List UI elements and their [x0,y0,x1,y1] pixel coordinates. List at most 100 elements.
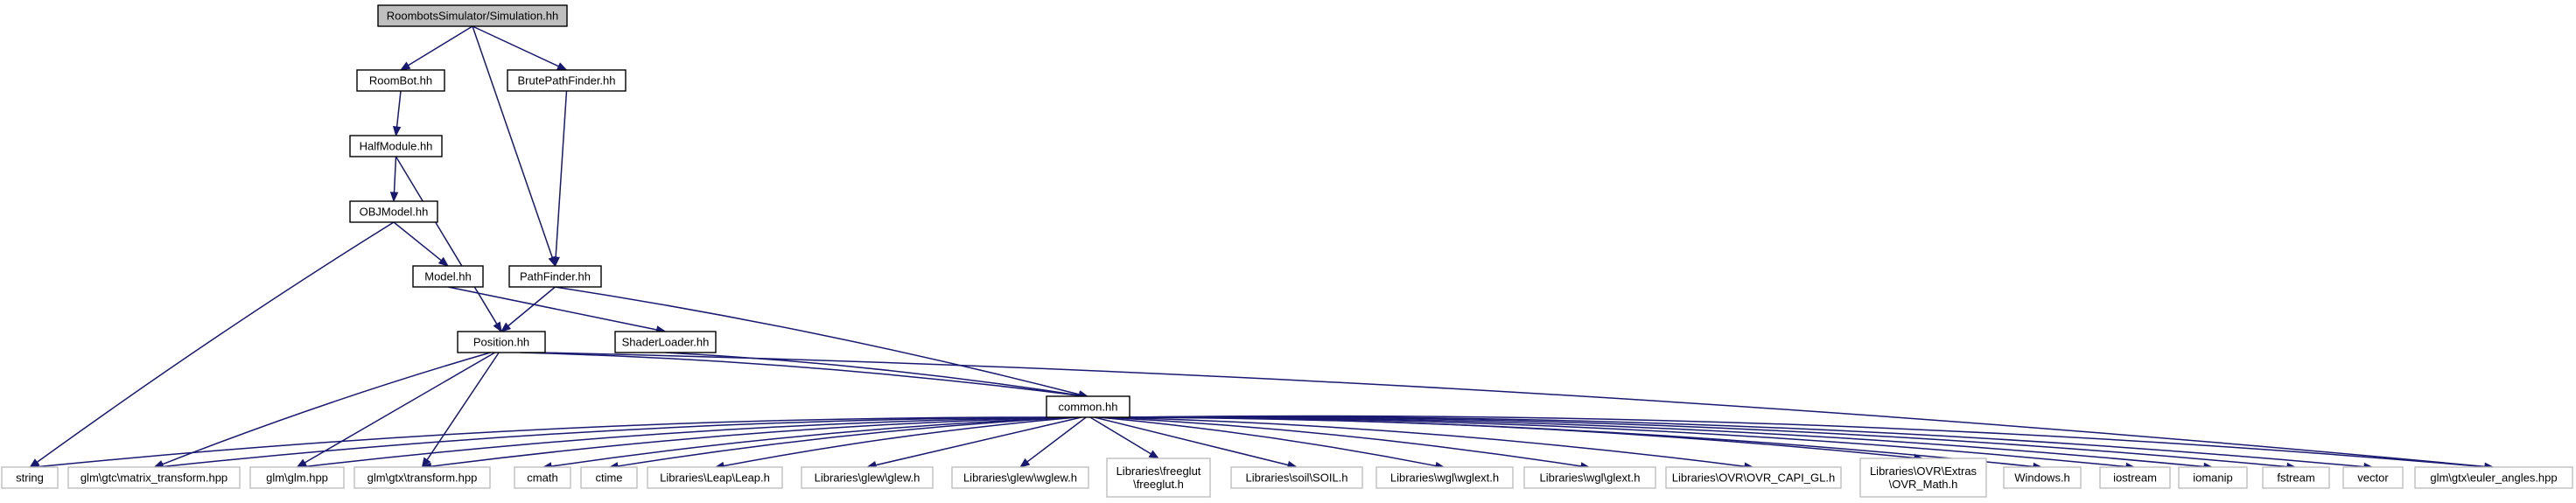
node-box-ovr_capi [1665,466,1842,489]
node-box-common [1046,395,1130,418]
edge-root-to-roombot [408,25,473,66]
node-label-ovr_math: \OVR_Math.h [1889,478,1958,491]
edge-position-to-gtx_transform [426,352,500,461]
edge-arrowhead-root-to-brutepathfinder [556,62,568,71]
node-box-objmodel [349,200,438,223]
edge-arrowhead-position-to-gtx_transform [421,457,431,469]
edge-arrowhead-halfmodule-to-objmodel [389,192,399,203]
node-box-glm_hpp [249,466,345,489]
node-pathfinder[interactable]: PathFinder.hh [508,265,602,288]
nodes-layer: RoombotsSimulator/Simulation.hhRoomBot.h… [1,4,2573,498]
node-label-position: Position.hh [473,336,529,349]
node-matrix_transform[interactable]: glm\gtc\matrix_transform.hpp [67,466,241,489]
node-euler_angles[interactable]: glm\gtx\euler_angles.hpp [2414,466,2573,489]
edge-pathfinder-to-position [508,286,556,327]
node-windows[interactable]: Windows.h [2003,466,2082,489]
node-label-glext: Libraries\wgl\glext.h [1540,472,1641,485]
node-box-ovr_math [1859,458,1987,498]
node-wglext[interactable]: Libraries\wgl\wglext.h [1376,466,1514,489]
edge-common-to-ctime [617,416,1074,467]
node-iomanip[interactable]: iomanip [2178,466,2248,489]
edge-common-to-windows [1116,416,2034,468]
node-box-freeglut [1106,458,1211,498]
node-box-windows [2003,466,2082,489]
node-iostream[interactable]: iostream [2099,466,2171,489]
edge-common-to-glm_hpp [305,416,1065,468]
node-label-matrix_transform: glm\gtc\matrix_transform.hpp [80,472,228,485]
edge-common-to-vector [1124,416,2365,468]
node-box-roombot [356,69,445,92]
edge-model-to-shaderloader [447,286,657,331]
node-label-leap: Libraries\Leap\Leap.h [660,472,770,485]
node-label-shaderloader: ShaderLoader.hh [622,336,710,349]
node-halfmodule[interactable]: HalfModule.hh [349,135,443,157]
node-model[interactable]: Model.hh [412,265,484,288]
edge-common-to-freeglut [1089,416,1152,455]
node-shaderloader[interactable]: ShaderLoader.hh [614,331,717,353]
edge-brutepathfinder-to-pathfinder [555,90,568,258]
node-gtx_transform[interactable]: glm\gtx\transform.hpp [354,466,491,489]
edge-common-to-wglext [1098,416,1437,467]
node-label-objmodel: OBJModel.hh [360,206,429,219]
node-ovr_math[interactable]: Libraries\OVR\Extras\OVR_Math.h [1859,458,1987,498]
node-glext[interactable]: Libraries\wgl\glext.h [1523,466,1656,489]
edge-common-to-glext [1102,416,1582,467]
node-ctime[interactable]: ctime [580,466,638,489]
edge-common-to-wglew [1026,416,1087,463]
node-box-ctime [580,466,638,489]
edge-position-to-matrix_transform [162,352,491,465]
edge-common-to-glew [875,416,1082,466]
node-label-euler_angles: glm\gtx\euler_angles.hpp [2430,472,2557,485]
node-box-iomanip [2178,466,2248,489]
edge-common-to-leap [723,416,1077,467]
node-leap[interactable]: Libraries\Leap\Leap.h [647,466,783,489]
node-label-ovr_math: Libraries\OVR\Extras [1870,465,1978,478]
edge-pathfinder-to-common [555,286,1080,395]
node-label-freeglut: Libraries\freeglut [1116,465,1201,478]
node-roombot[interactable]: RoomBot.hh [356,69,445,92]
node-box-position [457,331,546,353]
node-box-iostream [2099,466,2171,489]
node-position[interactable]: Position.hh [457,331,546,353]
edge-arrowhead-objmodel-to-model [438,256,450,267]
node-box-wglew [951,466,1089,489]
node-freeglut[interactable]: Libraries\freeglut\freeglut.h [1106,458,1211,498]
node-label-soil: Libraries\soil\SOIL.h [1245,472,1348,485]
node-label-halfmodule: HalfModule.hh [360,140,433,153]
node-label-brutepathfinder: BrutePathFinder.hh [517,74,615,87]
node-fstream[interactable]: fstream [2262,466,2330,489]
edge-common-to-matrix_transform [162,416,1060,468]
edge-halfmodule-to-position [395,156,498,325]
node-box-vector [2342,466,2404,489]
edge-arrowhead-root-to-roombot [399,61,411,71]
node-string[interactable]: string [1,466,59,489]
edge-position-to-euler_angles [539,352,2486,468]
node-box-brutepathfinder [507,69,626,92]
edge-root-to-brutepathfinder [472,25,559,67]
edge-roombot-to-halfmodule [396,90,402,128]
node-cmath[interactable]: cmath [514,466,571,489]
node-label-fstream: fstream [2277,472,2314,485]
node-brutepathfinder[interactable]: BrutePathFinder.hh [507,69,626,92]
node-soil[interactable]: Libraries\soil\SOIL.h [1230,466,1363,489]
edge-common-to-gtx_transform [430,416,1068,467]
node-box-leap [647,466,783,489]
node-glew[interactable]: Libraries\glew\glew.h [801,466,934,489]
node-ovr_capi[interactable]: Libraries\OVR\OVR_CAPI_GL.h [1665,466,1842,489]
node-box-wglext [1376,466,1514,489]
node-box-glew [801,466,934,489]
node-label-windows: Windows.h [2014,472,2070,485]
node-label-iomanip: iomanip [2193,472,2233,485]
node-root[interactable]: RoombotsSimulator/Simulation.hh [377,4,568,27]
node-glm_hpp[interactable]: glm\glm.hpp [249,466,345,489]
node-wglew[interactable]: Libraries\glew\wglew.h [951,466,1089,489]
edges-layer [28,25,2496,472]
edge-arrowhead-brutepathfinder-to-pathfinder [551,256,560,268]
edge-common-to-euler_angles [1124,415,2486,468]
node-objmodel[interactable]: OBJModel.hh [349,200,438,223]
node-common[interactable]: common.hh [1046,395,1130,418]
node-box-cmath [514,466,571,489]
node-vector[interactable]: vector [2342,466,2404,489]
node-box-matrix_transform [67,466,241,489]
